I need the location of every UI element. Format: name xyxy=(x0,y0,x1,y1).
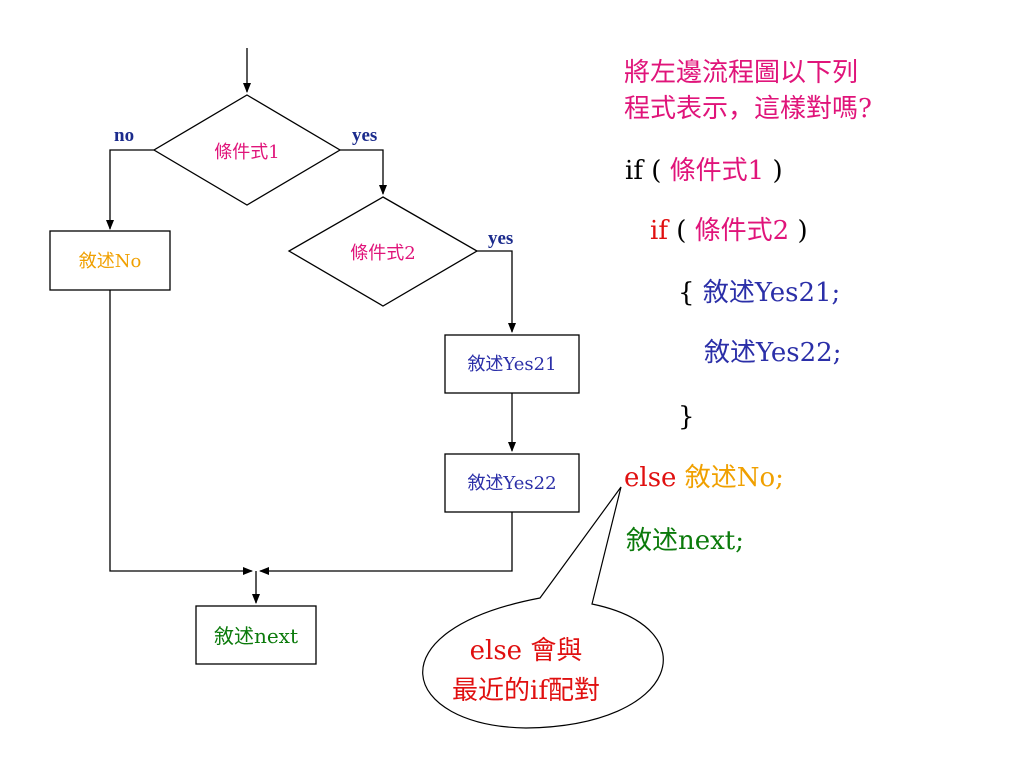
process-next-label: 敘述next xyxy=(214,624,298,648)
code-line-if2: if ( 條件式2 ) xyxy=(650,216,808,246)
code-if1-open-paren: ( xyxy=(651,156,662,186)
code-else-stmt: 敘述No; xyxy=(684,463,784,493)
question-line-1: 將左邊流程圖以下列 xyxy=(624,58,859,88)
no-branch-line xyxy=(106,149,154,230)
code-line-if1: if ( 條件式1 ) xyxy=(625,156,783,186)
no-label: no xyxy=(114,125,134,146)
code-if1-condition: 條件式1 xyxy=(669,156,765,186)
callout-line-2: 最近的if配對 xyxy=(452,676,600,706)
code-else-keyword: else xyxy=(624,463,677,493)
code-stmt-yes21: 敘述Yes21; xyxy=(702,278,841,308)
callout-bubble xyxy=(422,486,664,729)
yes-branch-1-line xyxy=(340,149,387,195)
yes-label-1: yes xyxy=(352,125,377,146)
process-no-label: 敘述No xyxy=(79,251,142,272)
code-brace-close: } xyxy=(678,402,695,432)
merge-line-right xyxy=(259,512,513,575)
decision-2-shape xyxy=(287,196,479,307)
decision-1-shape xyxy=(152,94,342,206)
decision-2-label: 條件式2 xyxy=(350,243,415,264)
code-if2-keyword: if xyxy=(650,216,668,246)
code-stmt-yes22: 敘述Yes22; xyxy=(704,338,842,368)
code-if2-open-paren: ( xyxy=(676,216,687,246)
process-yes21-label: 敘述Yes21 xyxy=(467,354,556,375)
code-line-else: else 敘述No; xyxy=(624,463,784,493)
code-line-next: 敘述next; xyxy=(626,526,744,556)
code-if1-close-paren: ) xyxy=(772,156,783,186)
code-next-stmt: 敘述next; xyxy=(626,526,745,556)
yes-label-2: yes xyxy=(488,228,513,249)
code-brace-open: { xyxy=(678,278,695,308)
callout-line-1: else 會與 xyxy=(469,636,583,666)
decision-1-label: 條件式1 xyxy=(214,142,279,163)
process-yes22-label: 敘述Yes22 xyxy=(467,473,556,494)
code-line-yes22: 敘述Yes22; xyxy=(704,338,841,368)
code-line-brace-close: } xyxy=(678,402,695,432)
code-if1-keyword: if xyxy=(625,156,643,186)
yes-branch-2-line xyxy=(477,250,516,333)
question-line-2: 程式表示，這樣對嗎? xyxy=(624,94,872,124)
process-next-box xyxy=(195,605,317,665)
code-line-yes21: { 敘述Yes21; xyxy=(678,278,840,308)
code-if2-close-paren: ) xyxy=(797,216,808,246)
merge-line-left xyxy=(109,290,253,575)
code-if2-condition: 條件式2 xyxy=(694,216,790,246)
